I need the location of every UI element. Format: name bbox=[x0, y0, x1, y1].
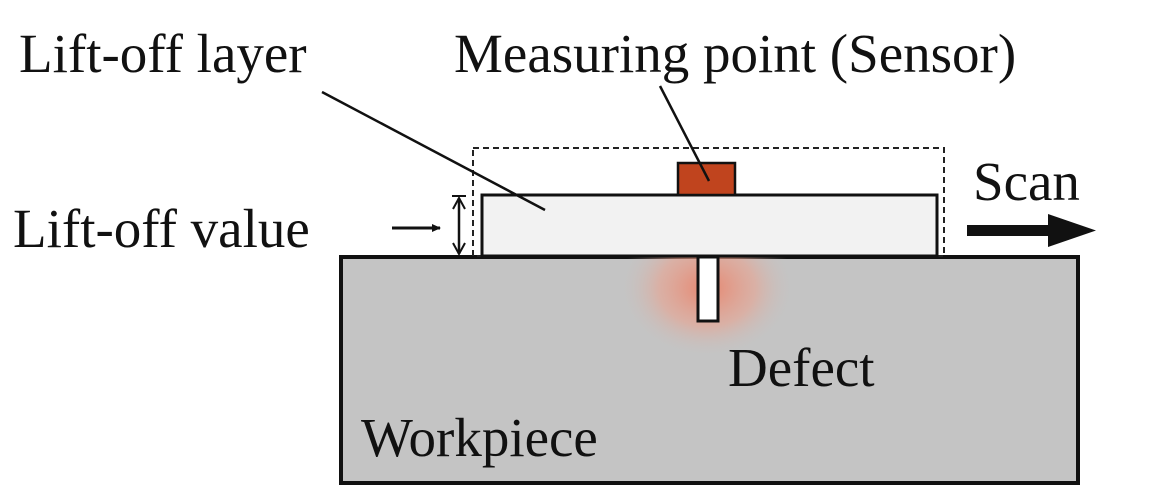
workpiece-label: Workpiece bbox=[361, 407, 598, 468]
liftoff-layer-block bbox=[480, 193, 939, 258]
measuring-point-label: Measuring point (Sensor) bbox=[454, 23, 1016, 84]
defect-slot bbox=[696, 255, 720, 323]
liftoff-layer-label: Lift-off layer bbox=[19, 23, 307, 84]
sensor-block bbox=[676, 161, 737, 197]
liftoff-value-label: Lift-off value bbox=[13, 198, 310, 259]
scan-label: Scan bbox=[973, 151, 1080, 212]
defect-label: Defect bbox=[728, 337, 875, 398]
scan-arrow-icon bbox=[967, 214, 1096, 247]
measuring-point-leader-line bbox=[658, 85, 711, 182]
liftoff-value-dimension-icon bbox=[452, 195, 466, 257]
liftoff-layer-leader-line bbox=[321, 90, 546, 212]
